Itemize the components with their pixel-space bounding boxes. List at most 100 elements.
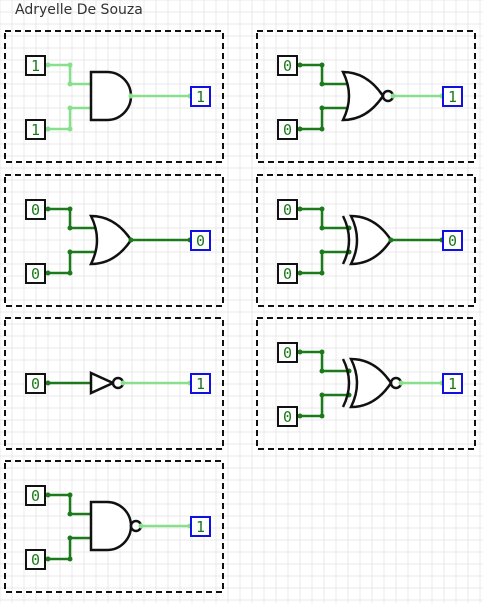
xnor-circuit: 001: [256, 317, 476, 450]
wire-joint: [67, 105, 73, 111]
wire-joint: [319, 105, 325, 111]
wire-joint: [319, 225, 325, 231]
output-value: 1: [196, 518, 205, 536]
input-toggle[interactable]: [277, 119, 298, 140]
input-wire: [300, 63, 349, 86]
gate-or: [88, 214, 133, 266]
and-circuit: 1 1 1: [4, 30, 224, 163]
wire-joint: [45, 62, 51, 68]
wire-joint: [120, 380, 126, 386]
input-wire: [48, 207, 97, 230]
wire-joint: [67, 535, 73, 541]
output-probe: [442, 230, 463, 251]
gate-xnor: [348, 357, 393, 409]
output-value: 1: [196, 375, 205, 393]
input-toggle[interactable]: [25, 485, 46, 506]
input-value: 0: [31, 265, 40, 283]
input-value: 0: [283, 265, 292, 283]
input-value: 0: [31, 487, 40, 505]
wire-joint: [67, 81, 73, 87]
wire-joint: [297, 62, 303, 68]
wire-joint: [319, 349, 325, 355]
wire-joint: [319, 413, 325, 419]
gate-and: [89, 70, 133, 122]
input-wire: [48, 250, 97, 275]
input-toggle[interactable]: [277, 55, 298, 76]
wire-joint: [390, 93, 396, 99]
input-toggle[interactable]: [277, 342, 298, 363]
circuit-frame: [4, 460, 224, 593]
wire-joint: [67, 556, 73, 562]
input-value: 0: [283, 344, 292, 362]
output-value: 0: [448, 232, 457, 250]
author-name: Adryelle De Souza: [15, 2, 143, 18]
input-toggle[interactable]: [25, 199, 46, 220]
input-wire: [300, 106, 349, 131]
wire-joint: [67, 511, 73, 517]
xor-curve: [341, 215, 351, 265]
wire-joint: [319, 270, 325, 276]
output-probe: [190, 230, 211, 251]
circuit-frame: [256, 174, 476, 307]
circuit-frame: [256, 30, 476, 163]
output-probe: [190, 86, 211, 107]
wire-joint: [319, 249, 325, 255]
wire-joint: [297, 413, 303, 419]
circuit-frame: [4, 317, 224, 450]
wire-joint: [138, 523, 144, 529]
wire-joint: [128, 93, 134, 99]
wire-joint: [319, 81, 325, 87]
input-value: 1: [31, 121, 40, 139]
input-toggle[interactable]: [25, 549, 46, 570]
input-value: 0: [31, 375, 40, 393]
input-value: 0: [31, 201, 40, 219]
xor-curve: [341, 358, 351, 408]
input-wire: [300, 250, 349, 275]
wire-joint: [319, 126, 325, 132]
input-toggle[interactable]: [277, 406, 298, 427]
wire-joint: [67, 206, 73, 212]
output-probe: [190, 516, 211, 537]
output-value: 1: [196, 88, 205, 106]
wire-joint: [297, 270, 303, 276]
input-toggle[interactable]: [277, 199, 298, 220]
wire-joint: [45, 126, 51, 132]
xor-circuit: 0 0 0: [256, 174, 476, 307]
output-probe: [190, 373, 211, 394]
input-toggle[interactable]: [25, 263, 46, 284]
wire-joint: [319, 206, 325, 212]
input-value: 0: [283, 57, 292, 75]
input-wire: [48, 63, 97, 86]
wire-joint: [297, 349, 303, 355]
wire-joint: [319, 392, 325, 398]
wire-joint: [45, 380, 51, 386]
wire-joint: [45, 556, 51, 562]
input-wire: [300, 207, 349, 230]
wire-joint: [67, 62, 73, 68]
circuit-frame: [4, 30, 224, 163]
wire-joint: [67, 249, 73, 255]
input-toggle[interactable]: [25, 119, 46, 140]
input-toggle[interactable]: [25, 55, 46, 76]
output-value: 1: [448, 88, 457, 106]
wire-joint: [67, 492, 73, 498]
circuit-frame: [4, 174, 224, 307]
wire-joint: [319, 62, 325, 68]
wire-joint: [398, 380, 404, 386]
output-probe: [442, 86, 463, 107]
input-toggle[interactable]: [277, 263, 298, 284]
input-value: 0: [31, 551, 40, 569]
wire-joint: [67, 270, 73, 276]
or-circuit: 000: [4, 174, 224, 307]
input-value: 0: [283, 121, 292, 139]
wire-joint: [319, 368, 325, 374]
input-toggle[interactable]: [25, 373, 46, 394]
wire-joint: [67, 126, 73, 132]
input-value: 0: [283, 201, 292, 219]
input-wire: [300, 350, 349, 373]
wire-joint: [45, 270, 51, 276]
input-value: 1: [31, 57, 40, 75]
